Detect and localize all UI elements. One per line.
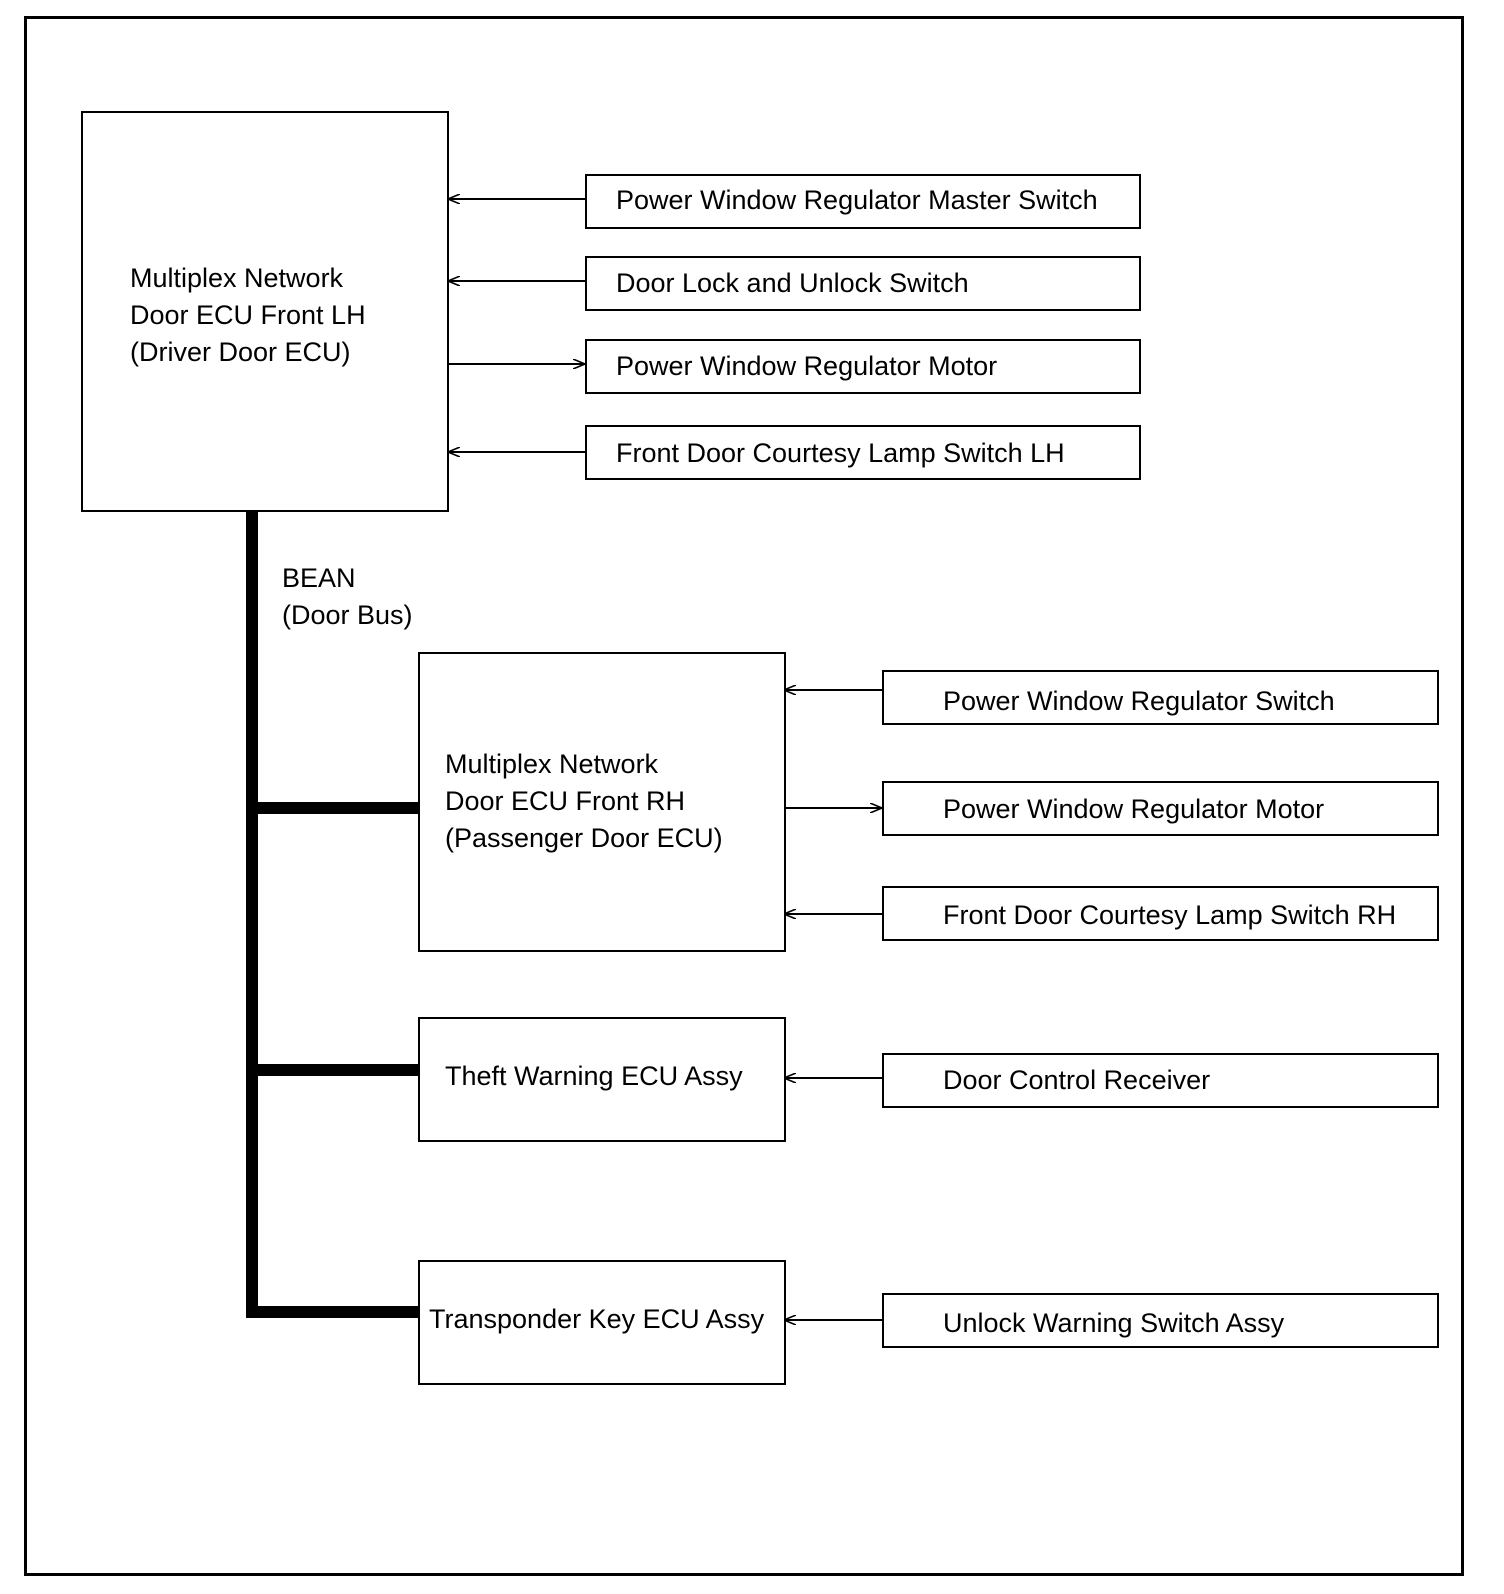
diagram-frame [24,16,1464,1576]
device-label-driver-motor: Power Window Regulator Motor [616,351,998,381]
device-box-master-switch [585,174,1141,229]
bus-label-line1: BEAN [282,563,356,593]
device-box-pw-switch [882,670,1439,725]
device-label-door-control-receiver: Door Control Receiver [943,1065,1211,1095]
device-box-courtesy-rh [882,886,1439,941]
transponder-key-ecu-label: Transponder Key ECU Assy [429,1304,765,1334]
device-box-door-control-receiver [882,1053,1439,1108]
transponder-key-ecu-box [418,1260,786,1385]
passenger-door-ecu-label: Multiplex Network Door ECU Front RH (Pas… [445,746,723,857]
device-label-courtesy-rh: Front Door Courtesy Lamp Switch RH [943,900,1397,930]
driver-door-ecu-box [81,111,449,512]
driver-ecu-line2: Door ECU Front LH [130,300,366,330]
bus-label-line2: (Door Bus) [282,600,413,630]
bean-bus-label: BEAN (Door Bus) [282,560,413,634]
driver-ecu-line3: (Driver Door ECU) [130,337,351,367]
device-box-courtesy-lh [585,425,1141,480]
passenger-ecu-line1: Multiplex Network [445,749,659,779]
device-box-unlock-warning [882,1293,1439,1348]
passenger-door-ecu-box [418,652,786,952]
passenger-ecu-line3: (Passenger Door ECU) [445,823,723,853]
driver-ecu-line1: Multiplex Network [130,263,344,293]
device-label-passenger-motor: Power Window Regulator Motor [943,794,1325,824]
device-box-passenger-motor [882,781,1439,836]
device-label-courtesy-lh: Front Door Courtesy Lamp Switch LH [616,438,1065,468]
device-label-master-switch: Power Window Regulator Master Switch [616,185,1098,215]
device-box-driver-motor [585,339,1141,394]
device-label-unlock-warning: Unlock Warning Switch Assy [943,1308,1285,1338]
device-label-pw-switch: Power Window Regulator Switch [943,686,1335,716]
device-label-lock-switch: Door Lock and Unlock Switch [616,268,969,298]
theft-warning-ecu-label: Theft Warning ECU Assy [445,1061,743,1091]
device-box-lock-switch [585,256,1141,311]
driver-door-ecu-label: Multiplex Network Door ECU Front LH (Dri… [130,260,366,371]
theft-warning-ecu-box [418,1017,786,1142]
passenger-ecu-line2: Door ECU Front RH [445,786,686,816]
